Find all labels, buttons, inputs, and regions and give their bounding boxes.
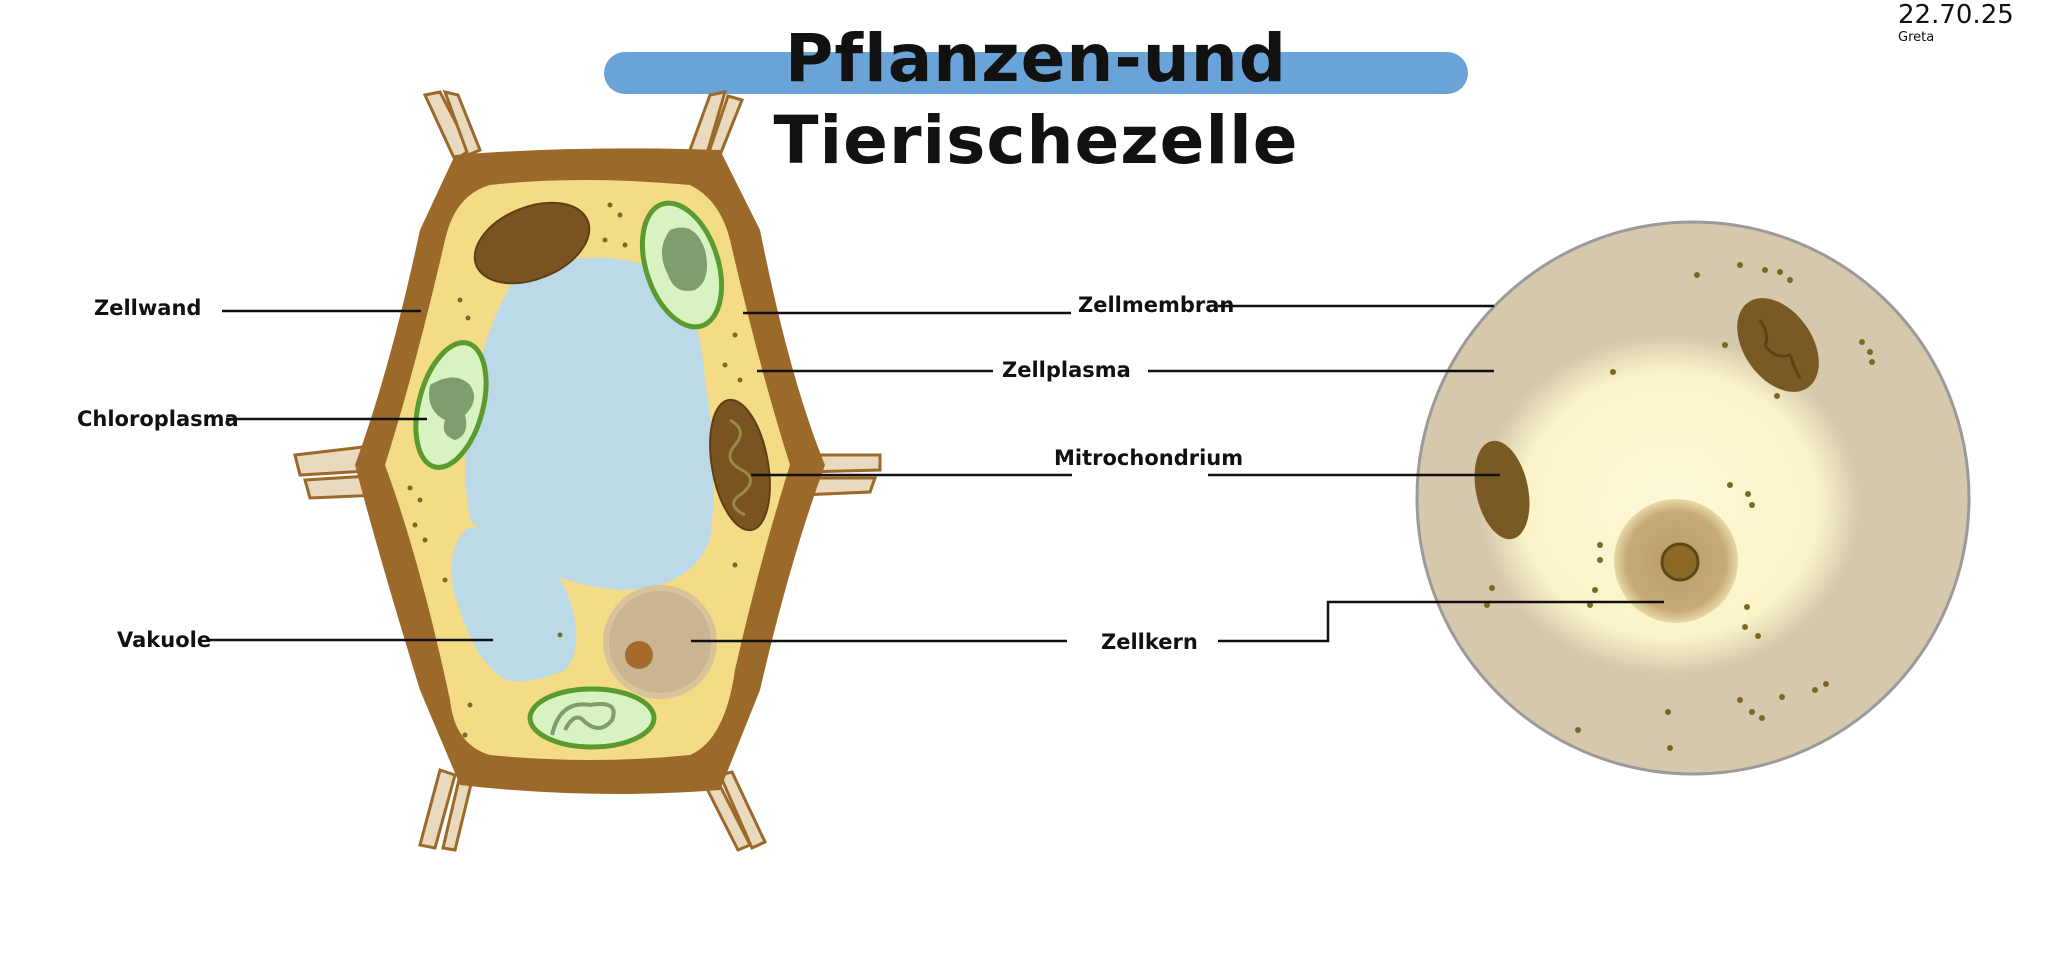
leader-zellkern-right	[1218, 600, 1664, 643]
cytoplasm-granules	[407, 202, 743, 738]
mitochondrion-right	[709, 398, 771, 532]
label-zellkern: Zellkern	[1101, 630, 1198, 654]
chloroplast-left	[413, 340, 489, 470]
animal-nucleus	[1614, 499, 1738, 623]
author-note: Greta	[1898, 30, 1935, 45]
vacuole-large	[465, 257, 714, 590]
page-title: Pflanzen-und Tierischezelle	[773, 20, 1299, 179]
label-chloroplasma: Chloroplasma	[77, 407, 239, 431]
label-zellplasma: Zellplasma	[1002, 358, 1131, 382]
cell-wall-junctions	[293, 89, 882, 852]
label-zellmembran: Zellmembran	[1078, 293, 1235, 317]
date-note: 22.70.25	[1898, 0, 2014, 30]
label-zellwand: Zellwand	[94, 296, 202, 320]
animal-mitochondrion-top	[1737, 298, 1819, 392]
chloroplast-bottom	[527, 686, 657, 750]
leader-lines	[208, 304, 1664, 643]
title-block: Pflanzen-und Tierischezelle	[604, 18, 1468, 179]
animal-cell	[1415, 220, 1971, 776]
animal-granules	[1484, 262, 1875, 751]
title-highlight	[604, 52, 1468, 94]
label-vakuole: Vakuole	[117, 628, 212, 652]
animal-mitochondrion-left	[1474, 440, 1530, 540]
mitochondrion-top	[473, 201, 591, 285]
chloroplast-top	[639, 200, 725, 330]
plant-cell	[293, 89, 882, 852]
label-mitochondrium: Mitrochondrium	[1054, 446, 1244, 470]
vacuole-small	[451, 526, 577, 682]
